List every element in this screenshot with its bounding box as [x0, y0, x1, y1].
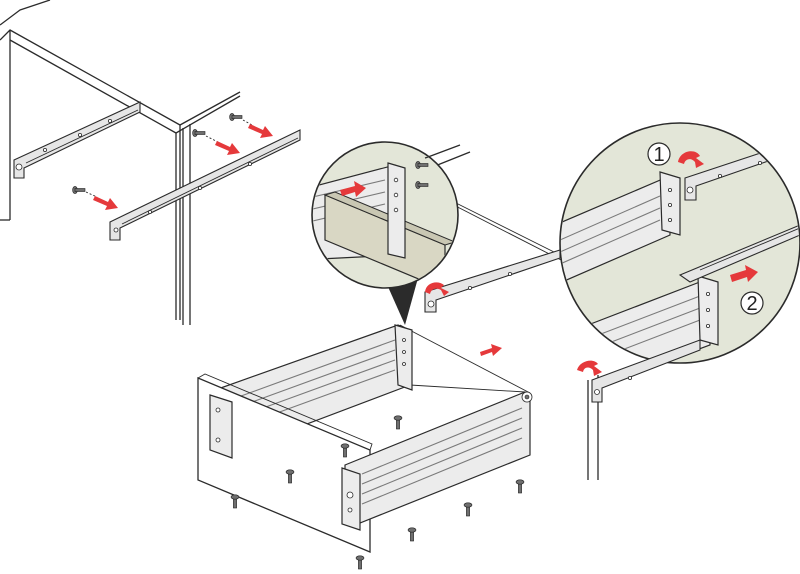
- drawer-front: [197, 377, 371, 553]
- screw-icon: [515, 479, 525, 494]
- direction-arrow-icon: [480, 344, 502, 356]
- step-2-label: 2: [746, 293, 757, 315]
- direction-arrow-icon: [577, 360, 602, 376]
- direction-arrow-icon: [730, 265, 758, 282]
- screw-icon: [393, 415, 403, 430]
- screw-icon: [407, 527, 417, 542]
- direction-arrow-icon: [678, 151, 704, 168]
- screw-icon: [355, 555, 365, 570]
- rail-left-top: [13, 101, 141, 179]
- zoom-callout-front: [311, 141, 459, 325]
- screw-icon: [230, 494, 240, 509]
- direction-arrow-icon: [93, 196, 118, 210]
- zoom-callout-rail: 1 2: [559, 122, 800, 364]
- direction-arrows-top-left: [93, 124, 273, 210]
- screws-top-left: [72, 113, 253, 198]
- direction-arrow-icon: [425, 282, 449, 296]
- rail-left-bottom: [109, 129, 301, 241]
- direction-arrow-icon: [340, 181, 366, 197]
- cabinet-top-left: [0, 0, 241, 325]
- rail-right-lower: [577, 339, 701, 403]
- screw-icon: [463, 502, 473, 517]
- direction-arrow-icon: [248, 124, 273, 138]
- direction-arrow-icon: [215, 141, 240, 155]
- step-1-label: 1: [653, 144, 664, 166]
- drawer-body: [197, 324, 533, 553]
- drawer-side-right: [344, 391, 531, 526]
